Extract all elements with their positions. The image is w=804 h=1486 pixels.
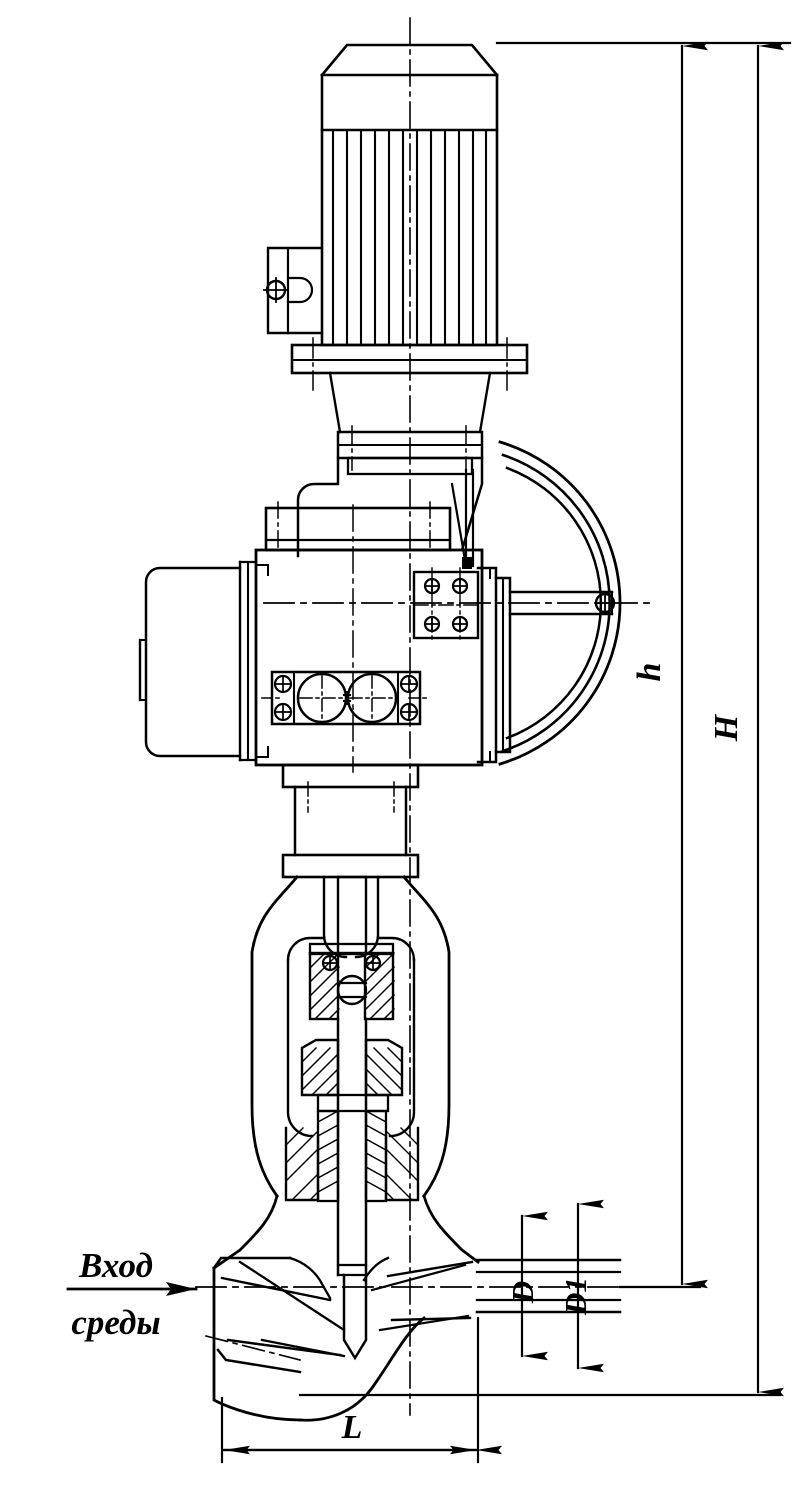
- actuator-pedestal: [264, 501, 452, 552]
- flow-label-bottom: среды: [71, 1303, 160, 1342]
- packing-gland: [308, 942, 396, 1021]
- actuator-gearbox-body: [238, 548, 484, 767]
- packing-rings: [284, 1109, 420, 1203]
- valve-bonnet-shell: [250, 875, 451, 1198]
- stuffing-box: [300, 1038, 404, 1113]
- bonnet-cavity: [286, 875, 416, 1138]
- valve-body: [212, 1194, 480, 1422]
- dimension-h: [618, 41, 708, 1289]
- handwheel[interactable]: [498, 440, 622, 766]
- outlet-pipe: [475, 1258, 622, 1314]
- limit-switch-bracket: [412, 567, 480, 643]
- valve-stem: [336, 786, 395, 1361]
- electric-motor: [320, 43, 499, 347]
- indicator-bolts: [273, 674, 419, 722]
- flow-label-top: Вход: [78, 1246, 153, 1285]
- adapter-cone: [328, 371, 492, 434]
- dimension-L: [220, 1316, 502, 1464]
- dimension-label-H: H: [708, 713, 745, 742]
- position-indicator: [261, 670, 431, 726]
- dimension-label-D: D: [505, 1281, 540, 1304]
- dimension-label-L: L: [341, 1409, 363, 1446]
- valve-centerline: [195, 1286, 661, 1361]
- dimension-H: [298, 41, 784, 1397]
- motor-terminal-box: [263, 246, 324, 335]
- motor-mounting-flange: [290, 337, 529, 391]
- actuator-top-housing: [296, 425, 484, 558]
- control-box: [138, 566, 242, 758]
- bracket-bolts: [423, 577, 469, 633]
- actuator-linkage: [450, 468, 475, 569]
- dimension-label-h: h: [631, 663, 668, 682]
- dimension-label-D1: D1: [558, 1277, 593, 1316]
- yoke-column: [281, 763, 420, 879]
- motor-cooling-fins: [331, 129, 488, 346]
